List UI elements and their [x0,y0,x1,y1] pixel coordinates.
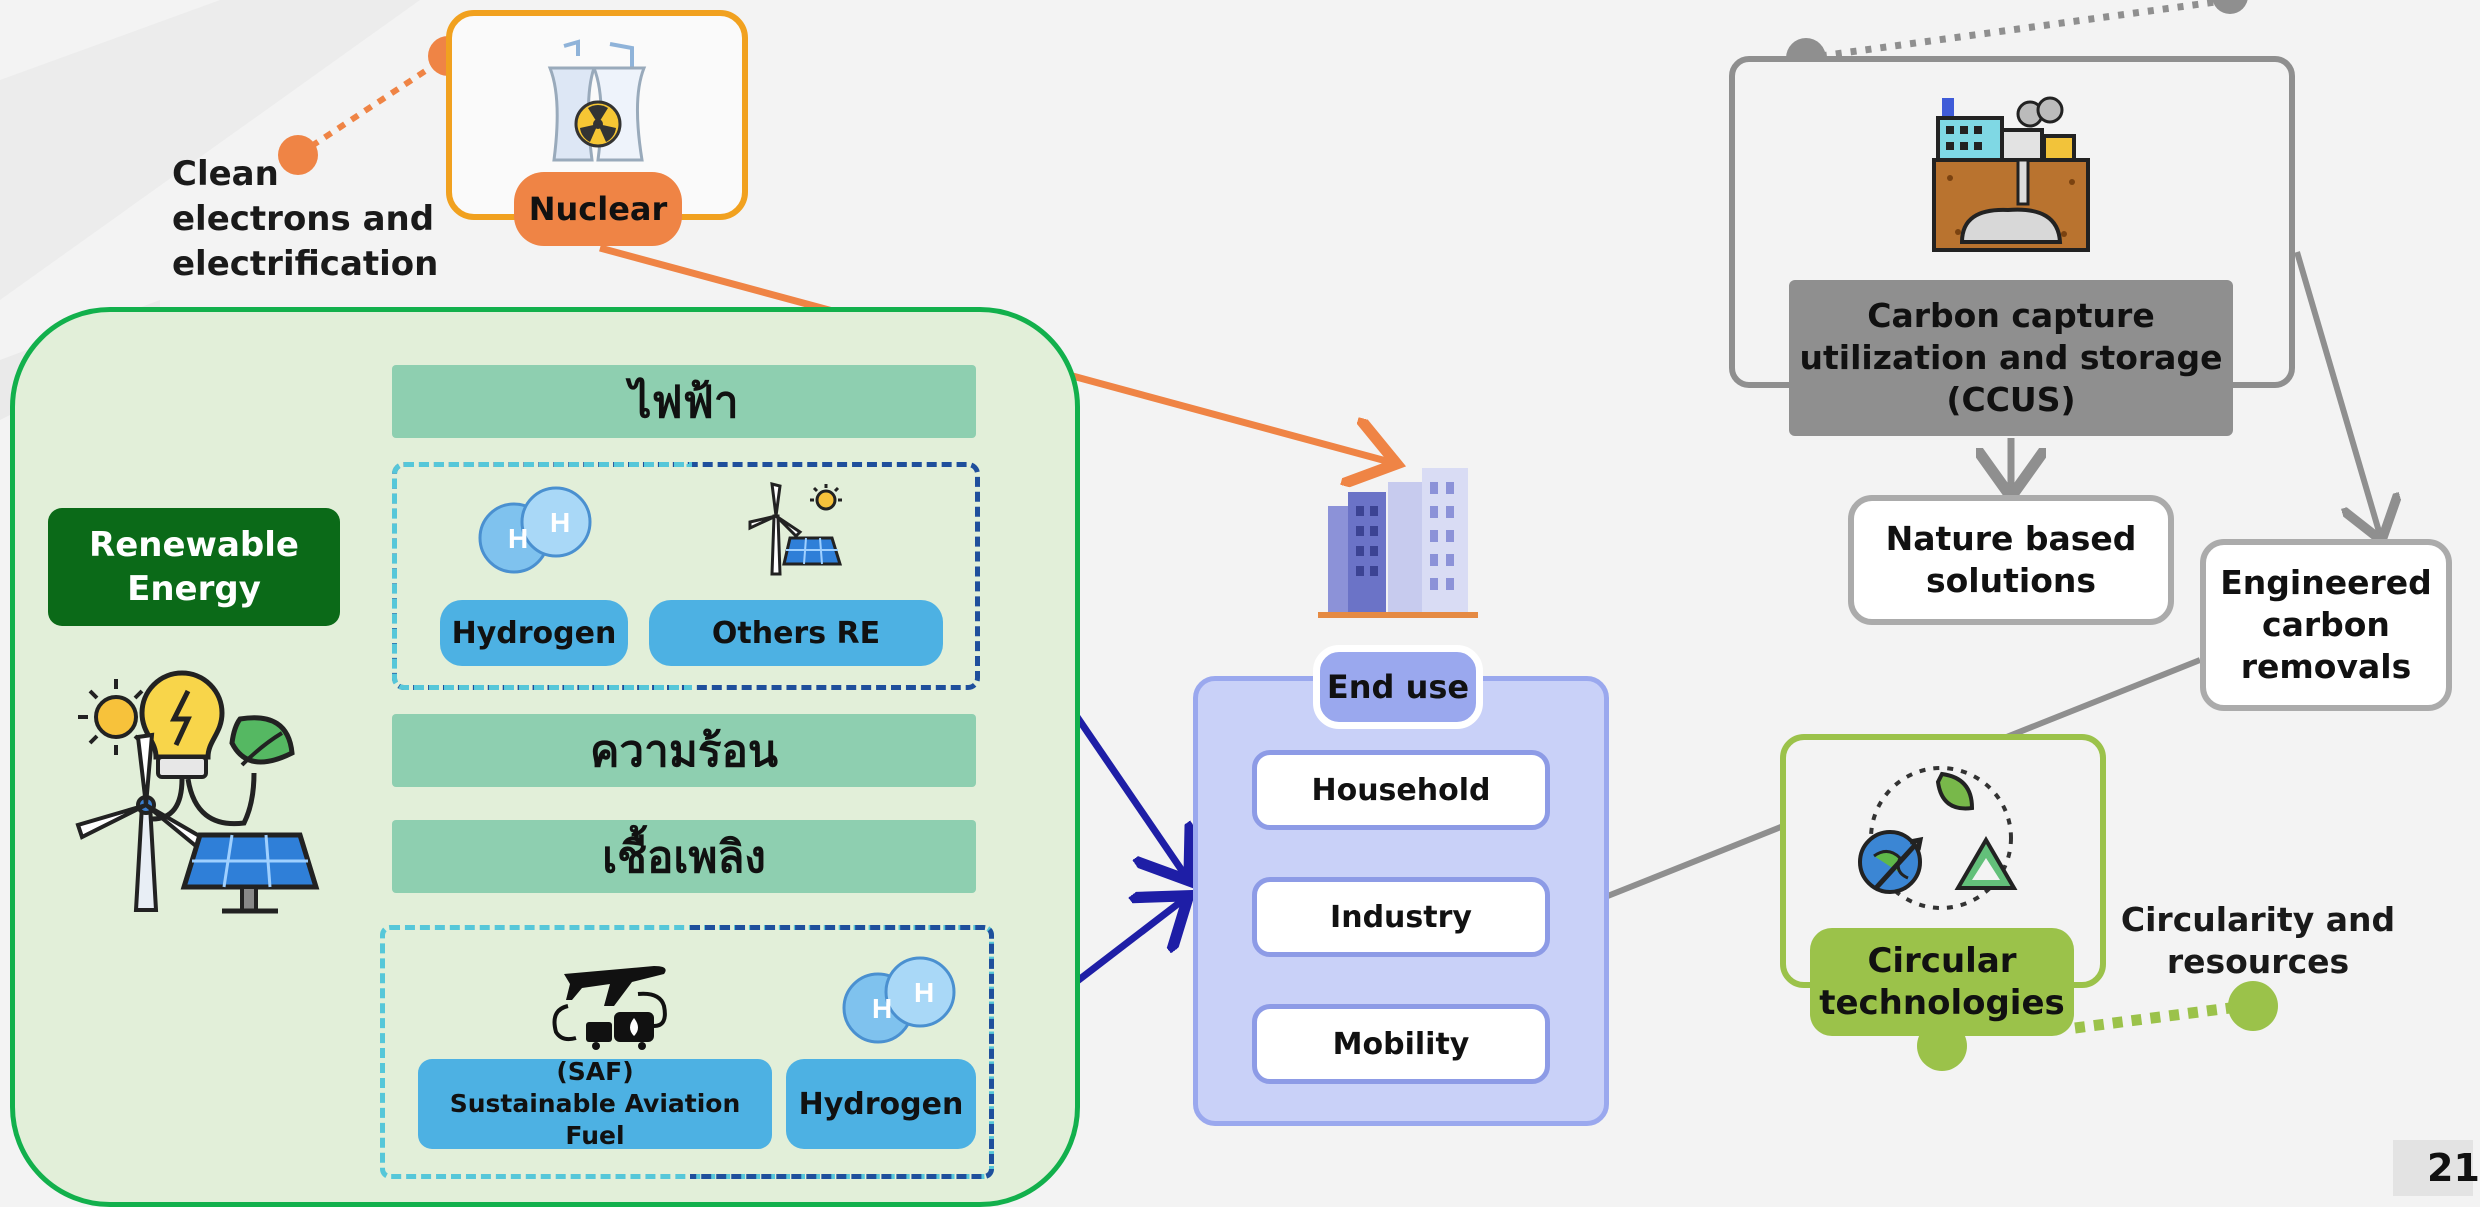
mobility-item: Mobility [1252,1004,1550,1084]
nuclear-pill: Nuclear [514,172,682,246]
hydrogen-bottom-h1: H [872,993,892,1024]
clean-electrons-label: Clean electrons and electrification [172,154,439,284]
end-use-title: End use [1313,645,1483,729]
renewable-energy-icon [75,670,320,914]
heat-bar: ความร้อน [392,714,976,787]
ccus-dot-end [2212,0,2248,14]
saf-pill: (SAF) Sustainable Aviation Fuel [418,1057,772,1150]
hydrogen-icon: H H [478,486,592,574]
ccus-label: Carbon capture utilization and storage (… [1789,280,2233,436]
engineered-removals-box: Engineered carbon removals [2200,539,2452,711]
ccus-to-engineered-arrow [2294,251,2380,535]
nature-based-box: Nature based solutions [1848,495,2174,625]
circular-dot [2228,981,2278,1031]
city-buildings-icon [1318,468,1478,618]
circular-tech-label: Circular technologies [1810,928,2074,1036]
hydrogen-pill-bottom: Hydrogen [786,1059,976,1149]
electricity-group-box-inner [392,462,692,690]
hydrogen-icon-h2: H [550,507,570,538]
renewable-energy-label: Renewable Energy [48,508,340,626]
industry-item: Industry [1252,877,1550,957]
wind-solar-icon [748,482,843,576]
ccus-dotted-top [1805,0,2231,62]
clean-to-nuclear-dotted [296,53,450,158]
fuel-bar: เชื้อเพลิง [392,820,976,893]
circular-dotted [2074,999,2254,1034]
hydrogen-pill-top: Hydrogen [440,600,628,666]
circularity-resources-label: Circularity and resources [2120,900,2396,981]
household-item: Household [1252,750,1550,830]
hydrogen-icon-bottom: H H [842,956,956,1044]
others-re-pill: Others RE [649,600,943,666]
airplane-fuel-icon [552,966,667,1050]
fuel-group-box-right [690,925,994,1179]
clean-dot [278,135,318,175]
hydrogen-icon-h1: H [508,523,528,554]
recycle-globe-icon [1858,766,2018,910]
nuclear-plant-icon [547,39,647,162]
hydrogen-bottom-h2: H [914,977,934,1008]
electricity-bar: ไฟฟ้า [392,365,976,438]
page-number: 21 [2393,1140,2480,1196]
carbon-capture-plant-icon [1932,96,2090,252]
